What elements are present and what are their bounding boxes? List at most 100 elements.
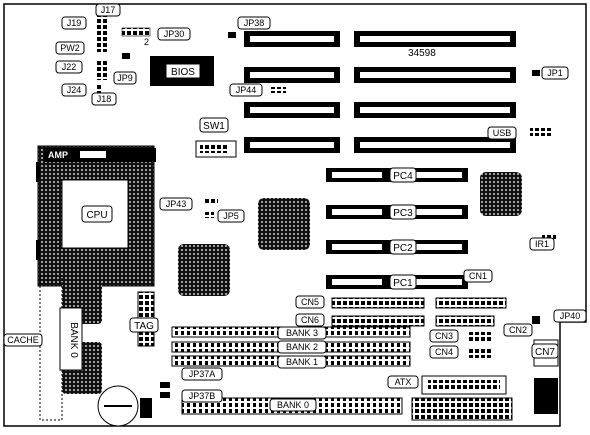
label-jp30: JP30 <box>157 27 191 41</box>
amp-label: AMP <box>48 150 68 160</box>
jp37b-header <box>160 392 170 398</box>
label-text-bank3: BANK 3 <box>286 328 318 338</box>
chipset-south <box>178 244 230 296</box>
cn6-connector <box>331 315 425 327</box>
label-text-j9: JP9 <box>117 73 133 83</box>
jumper-cluster-left <box>97 14 130 96</box>
label-text-j19: J19 <box>67 18 82 28</box>
label-text-jp38: JP38 <box>244 18 265 28</box>
label-text-pc3: PC3 <box>393 208 413 219</box>
label-bank3: BANK 3 <box>277 326 327 340</box>
label-pc3: PC3 <box>389 204 417 220</box>
bottom-connector <box>411 397 513 421</box>
label-text-jp1: JP1 <box>547 68 563 78</box>
label-j17: J17 <box>95 3 121 17</box>
cpu-socket: AMP CPU <box>36 145 156 287</box>
io-chip <box>480 172 522 216</box>
label-jp44: JP44 <box>229 83 263 97</box>
label-cn5: CN5 <box>295 295 325 309</box>
label-text-pc1: PC1 <box>393 278 413 289</box>
label-jp5: JP5 <box>217 209 245 223</box>
pci-slots <box>326 168 468 289</box>
cn1-connector <box>435 297 507 309</box>
cpu-label: CPU <box>86 210 107 221</box>
label-j24: J24 <box>61 83 87 97</box>
label-j18: J18 <box>91 92 117 106</box>
label-text-j22: J22 <box>62 62 77 72</box>
label-pc4: PC4 <box>389 167 417 183</box>
label-j19: J19 <box>61 16 87 30</box>
jp5-header <box>204 212 214 218</box>
rear-port <box>534 378 558 414</box>
label-cn3: CN3 <box>429 329 459 343</box>
label-text-bank1: BANK 1 <box>286 357 318 367</box>
label-text-cn2: CN2 <box>509 325 527 335</box>
label-text-ir1: IR1 <box>535 239 549 249</box>
label-text-cn7: CN7 <box>535 347 555 358</box>
jp38-header <box>228 32 236 38</box>
label-jp43: JP43 <box>159 197 193 211</box>
label-text-j24: J24 <box>67 85 82 95</box>
label-text-j17: J17 <box>101 5 116 15</box>
label-text-pw2: PW2 <box>60 43 80 53</box>
label-pw2: PW2 <box>55 41 85 55</box>
label-text-j18: J18 <box>97 94 112 104</box>
label-text-jp43: JP43 <box>166 199 187 209</box>
label-pc1: PC1 <box>389 274 417 290</box>
expansion-slots <box>244 31 516 153</box>
label-text-jp37a: JP37A <box>189 369 216 379</box>
label-text-atx: ATX <box>395 377 412 387</box>
bios-label: BIOS <box>171 67 195 78</box>
label-text-cn1: CN1 <box>469 271 487 281</box>
label-bank1: BANK 1 <box>277 355 327 369</box>
board-code: 34598 <box>408 48 436 59</box>
label-jp38: JP38 <box>237 16 271 30</box>
label-text-bank0: BANK 0 <box>277 400 309 410</box>
chipset-north <box>258 198 310 250</box>
label-sw1: SW1 <box>199 117 229 133</box>
jp1-header <box>532 70 540 76</box>
ir1-header <box>542 234 556 240</box>
label-text-cache: CACHE <box>7 335 39 345</box>
label-cn4: CN4 <box>429 345 459 359</box>
label-layer: J17J19PW2J22JP9J24J18JP30JP38JP1JP44USBS… <box>3 3 587 412</box>
label-text-jp37b: JP37B <box>189 391 216 401</box>
label-text-jp5: JP5 <box>223 211 239 221</box>
jp30-pin-number: 2 <box>144 37 149 47</box>
label-ir1: IR1 <box>529 237 555 251</box>
label-text-jp40: JP40 <box>560 311 581 321</box>
jp44-header <box>270 87 286 93</box>
label-jp1: JP1 <box>541 66 569 80</box>
label-text-sw1: SW1 <box>203 121 225 132</box>
cache-bank-label: BANK 0 <box>68 322 79 358</box>
label-text-pc4: PC4 <box>393 171 413 182</box>
jp30-header <box>121 27 151 37</box>
label-pc2: PC2 <box>389 239 417 255</box>
label-text-cn4: CN4 <box>435 347 453 357</box>
label-text-bank2: BANK 2 <box>286 342 318 352</box>
jp43-header <box>204 198 218 204</box>
label-text-cn5: CN5 <box>301 297 319 307</box>
label-cache: CACHE <box>3 333 43 347</box>
label-cn1: CN1 <box>463 269 493 283</box>
label-jp40: JP40 <box>553 309 587 323</box>
label-j22: J22 <box>55 60 83 74</box>
label-text-tag: TAG <box>134 321 154 332</box>
label-text-cn6: CN6 <box>301 315 319 325</box>
label-text-pc2: PC2 <box>393 243 413 254</box>
jp37a-header <box>160 382 170 388</box>
label-cn6: CN6 <box>295 313 325 327</box>
label-bank2: BANK 2 <box>277 340 327 354</box>
cn5-connector <box>331 297 425 309</box>
label-atx: ATX <box>387 375 419 389</box>
label-tag: TAG <box>129 317 159 333</box>
label-jp37a: JP37A <box>181 367 223 381</box>
label-cn2: CN2 <box>503 323 533 337</box>
label-text-jp44: JP44 <box>236 85 257 95</box>
label-j9: JP9 <box>113 71 137 85</box>
cn4-connector <box>468 348 492 358</box>
label-text-jp30: JP30 <box>164 29 185 39</box>
label-jp37b: JP37B <box>181 389 223 403</box>
